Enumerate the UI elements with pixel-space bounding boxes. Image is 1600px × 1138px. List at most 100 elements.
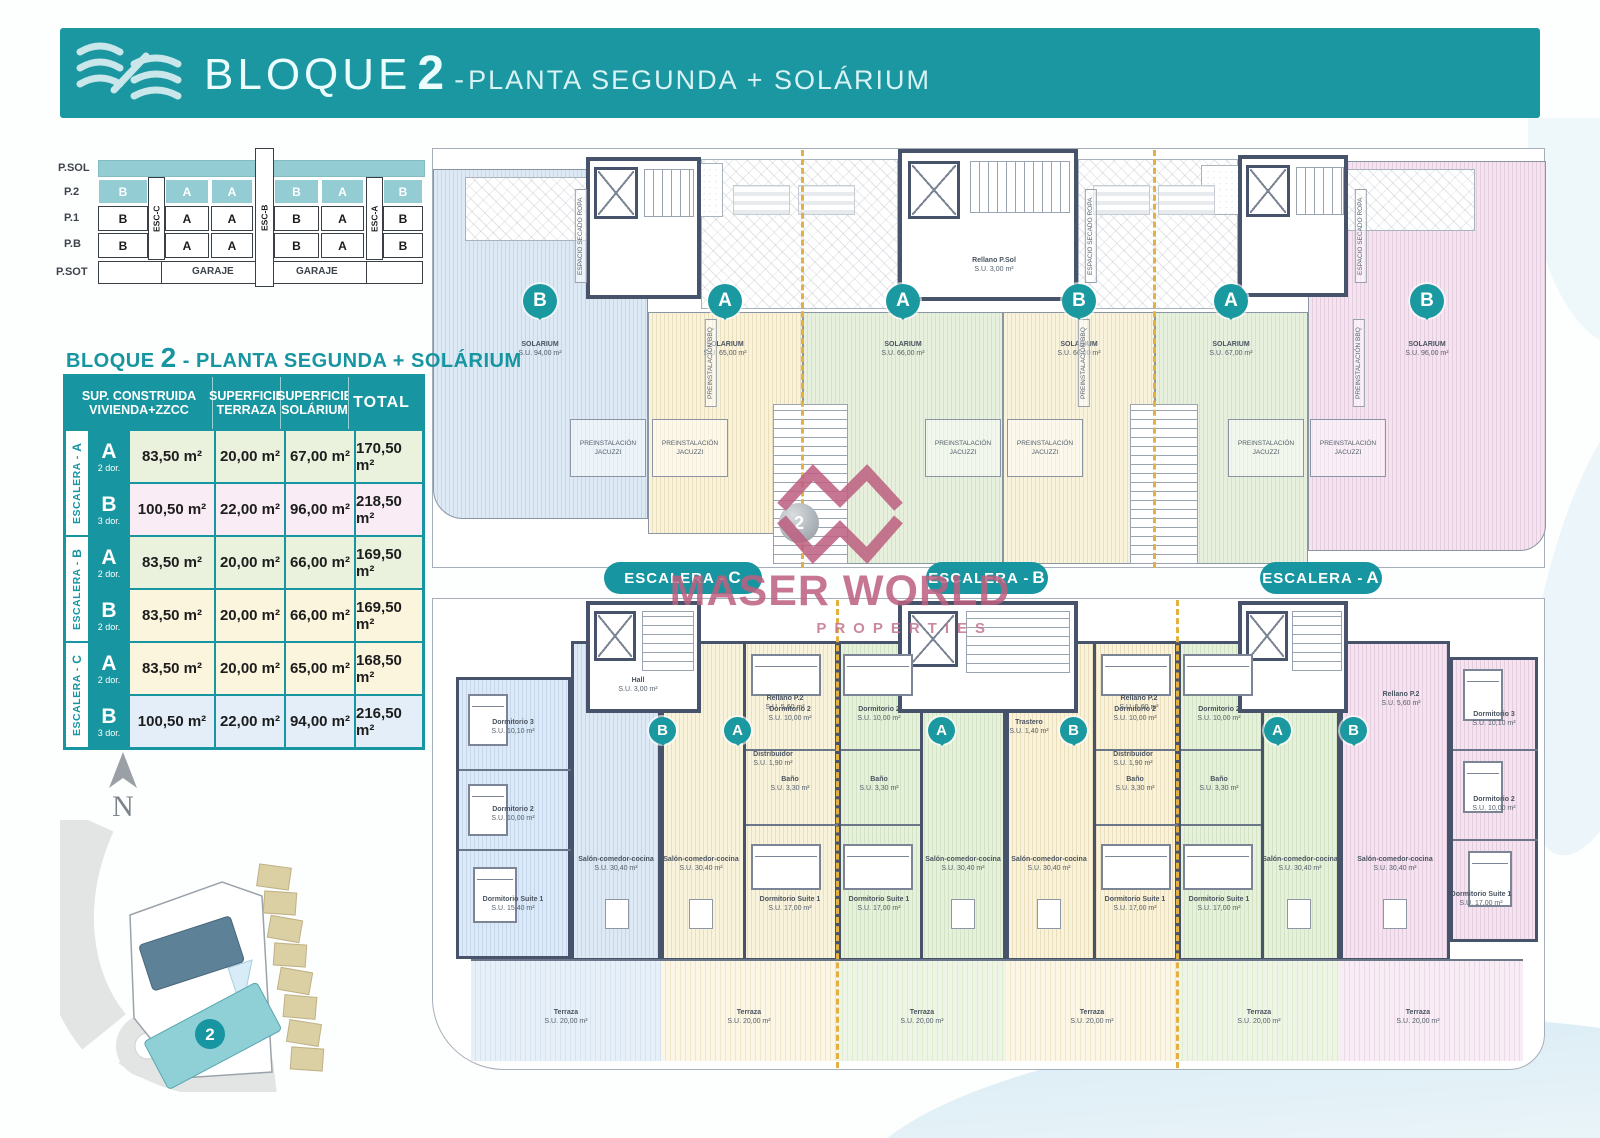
room-label: Baño [1126,775,1144,783]
room-label: Salón-comedor-cocina [1262,855,1338,863]
stack-cell: A [165,206,209,231]
title-block: BLOQUE [204,49,412,99]
stack-esc-a: ESC-A [366,177,383,260]
expansion-joint [1176,600,1179,1068]
stack-cell: B [383,233,423,258]
unit-badge: B [1340,717,1367,744]
room-label: Dormitorio Suite 1 [848,895,910,903]
room-label: Dormitorio 2 [1198,705,1240,713]
stack-cell: A [321,206,364,231]
stack-cell: A [211,179,253,204]
stack-floor-label: P.SOT [56,266,88,278]
solarium-label: SOLARIUM [1408,340,1446,348]
table-cell: 22,00 m² [216,484,284,535]
room-label: Dormitorio 3 [1473,710,1515,718]
group-label: ESCALERA - B [66,537,88,641]
stack-floor-label: P.2 [64,186,80,198]
terrace-c-b [471,959,661,1061]
stack-floor-label: P.B [64,238,81,250]
solarium-area: S.U. 96,00 m² [1405,350,1449,357]
solarium-label: SOLARIUM [706,340,744,348]
table-cell: 170,50 m² [356,431,422,482]
stack-floor-label: P.1 [64,212,80,224]
table-cell: 83,50 m² [130,431,214,482]
terrace-label: Terraza [1405,1008,1431,1016]
expansion-joint [1153,150,1156,568]
sun-loungers [1158,185,1215,215]
table-cell: 169,50 m² [356,537,422,588]
rellano-area: S.U. 3,00 m² [974,266,1014,273]
room-label: Salón-comedor-cocina [1357,855,1433,863]
jacuzzi-box: PREINSTALACIÓN JACUZZI [1007,419,1083,477]
room-label: Dormitorio Suite 1 [482,895,544,903]
terrace-label: Terraza [909,1008,935,1016]
jacuzzi-box: PREINSTALACIÓN JACUZZI [1228,419,1304,477]
rellano-area: S.U. 5,60 m² [1381,700,1421,707]
unit-badge: A [1264,717,1291,744]
room-label: Dormitorio 2 [1473,795,1515,803]
solarium-floor-plan: Rellano P.Sol S.U. 3,00 m² B A A B A B S… [432,148,1546,568]
col-header-total: TOTAL [348,377,414,429]
room-label: Trastero [1015,718,1043,726]
terrace-c-a [661,959,838,1061]
room-label: Dormitorio Suite 1 [1104,895,1166,903]
table-cell: 20,00 m² [216,431,284,482]
north-compass: N [109,752,137,822]
escalera-b-pill: ESCALERA - B [926,562,1048,594]
table-cell: 218,50 m² [356,484,422,535]
secado-label: ESPACIO SECADO ROPA [1085,189,1097,283]
building-1 [139,916,245,991]
solarium-area: S.U. 65,00 m² [703,350,747,357]
group-label: ESCALERA - C [66,643,88,747]
stairwell-down [1130,404,1198,564]
stack-floor-label: P.SOL [58,162,90,174]
stack-cell: B [98,206,148,231]
unit-pin: A [1214,284,1248,318]
room-label: Dormitorio 3 [492,718,534,726]
terrace-label: Terraza [736,1008,762,1016]
room-label: Salón-comedor-cocina [578,855,654,863]
stair-core-c [586,157,701,299]
rellano-label: Rellano P.Sol [972,256,1016,264]
stack-esc-b: ESC-B [255,148,274,287]
stack-cell: A [211,206,253,231]
table-cell: 20,00 m² [216,590,284,641]
solarium-area: S.U. 67,00 m² [1209,350,1253,357]
solarium-area: S.U. 66,00 m² [881,350,925,357]
sun-loungers [733,185,790,215]
solarium-label: SOLARIUM [884,340,922,348]
rellano-label: Rellano P.2 [1120,694,1158,702]
solarium-label: SOLARIUM [521,340,559,348]
stack-cell: A [321,233,364,258]
table-cell: 22,00 m² [216,696,284,747]
north-label: N [112,790,134,822]
stairwell-down [773,404,848,564]
table-cell: 168,50 m² [356,643,422,694]
garage-label: GARAJE [296,266,338,277]
unit-pin: B [1410,284,1444,318]
terrace-b-b [1006,959,1178,1061]
road [60,820,127,1050]
room-label: Dormitorio 2 [858,705,900,713]
stack-cell: B [274,179,319,204]
stack-cell: B [98,179,148,204]
unit-pin: B [523,284,557,318]
room-label: Baño [781,775,799,783]
sun-loungers [1093,185,1150,215]
watermark-sphere: 2 [779,503,819,543]
stair-core-c [586,601,701,713]
jacuzzi-box: PREINSTALACIÓN JACUZZI [570,419,646,477]
secado-label: ESPACIO SECADO ROPA [575,189,587,283]
room-label: Distribuidor [753,750,793,758]
